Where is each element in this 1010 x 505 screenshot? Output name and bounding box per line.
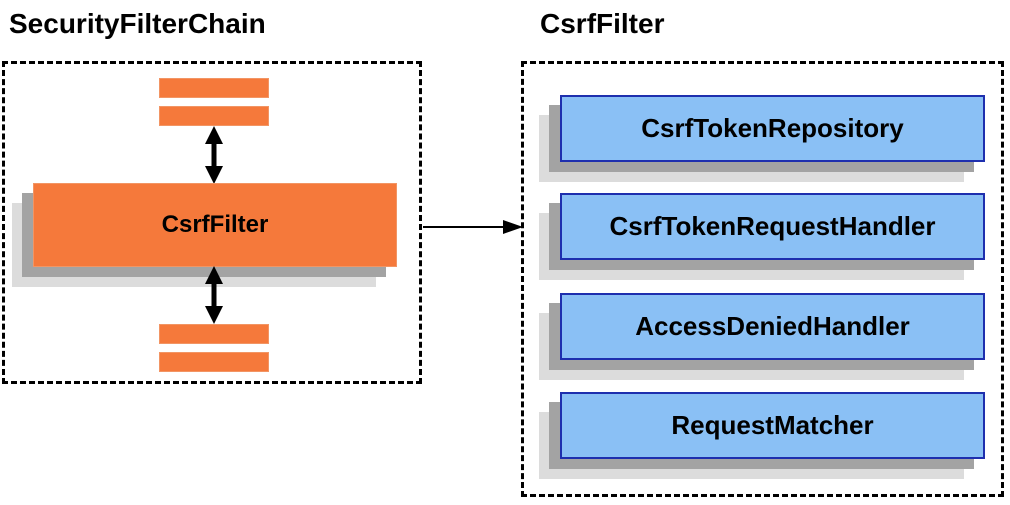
request-matcher-box: RequestMatcher <box>560 392 985 459</box>
csrf-filter-panel <box>521 61 1004 497</box>
access-denied-handler-box: AccessDeniedHandler <box>560 293 985 360</box>
csrf-filter-box: CsrfFilter <box>33 183 397 267</box>
bidirectional-arrow-icon <box>205 266 223 324</box>
csrf-filter-panel-title: CsrfFilter <box>540 8 665 39</box>
security-filter-chain-panel <box>2 61 422 384</box>
filter-placeholder-bar <box>159 78 269 98</box>
flow-arrow-icon <box>423 220 523 234</box>
filter-placeholder-bar <box>159 106 269 126</box>
security-filter-chain-title: SecurityFilterChain <box>9 8 266 39</box>
filter-placeholder-bar <box>159 324 269 344</box>
bidirectional-arrow-icon <box>205 126 223 184</box>
csrf-token-repository-box: CsrfTokenRepository <box>560 95 985 162</box>
filter-placeholder-bar <box>159 352 269 372</box>
csrf-token-request-handler-box: CsrfTokenRequestHandler <box>560 193 985 260</box>
